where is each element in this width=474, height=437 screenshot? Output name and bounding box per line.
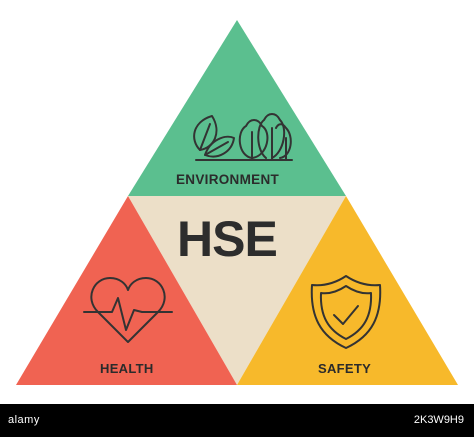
- hse-triangle-diagram: [16, 20, 458, 385]
- environment-label: ENVIRONMENT: [176, 172, 280, 187]
- shield-check-icon: [310, 275, 382, 349]
- alamy-logo: alamy: [8, 414, 40, 426]
- health-section: [16, 196, 237, 385]
- stock-image-id: 2K3W9H9: [413, 414, 464, 426]
- safety-label: SAFETY: [318, 361, 372, 376]
- heartbeat-icon: [83, 277, 173, 343]
- health-label: HEALTH: [100, 361, 154, 376]
- environment-section: [128, 20, 346, 196]
- safety-section: [237, 196, 458, 385]
- hse-center-section: [128, 196, 346, 385]
- stock-watermark-bar: alamy 2K3W9H9: [0, 404, 474, 437]
- hse-title: HSE: [177, 211, 278, 267]
- leaf-and-trees-icon: [193, 113, 293, 161]
